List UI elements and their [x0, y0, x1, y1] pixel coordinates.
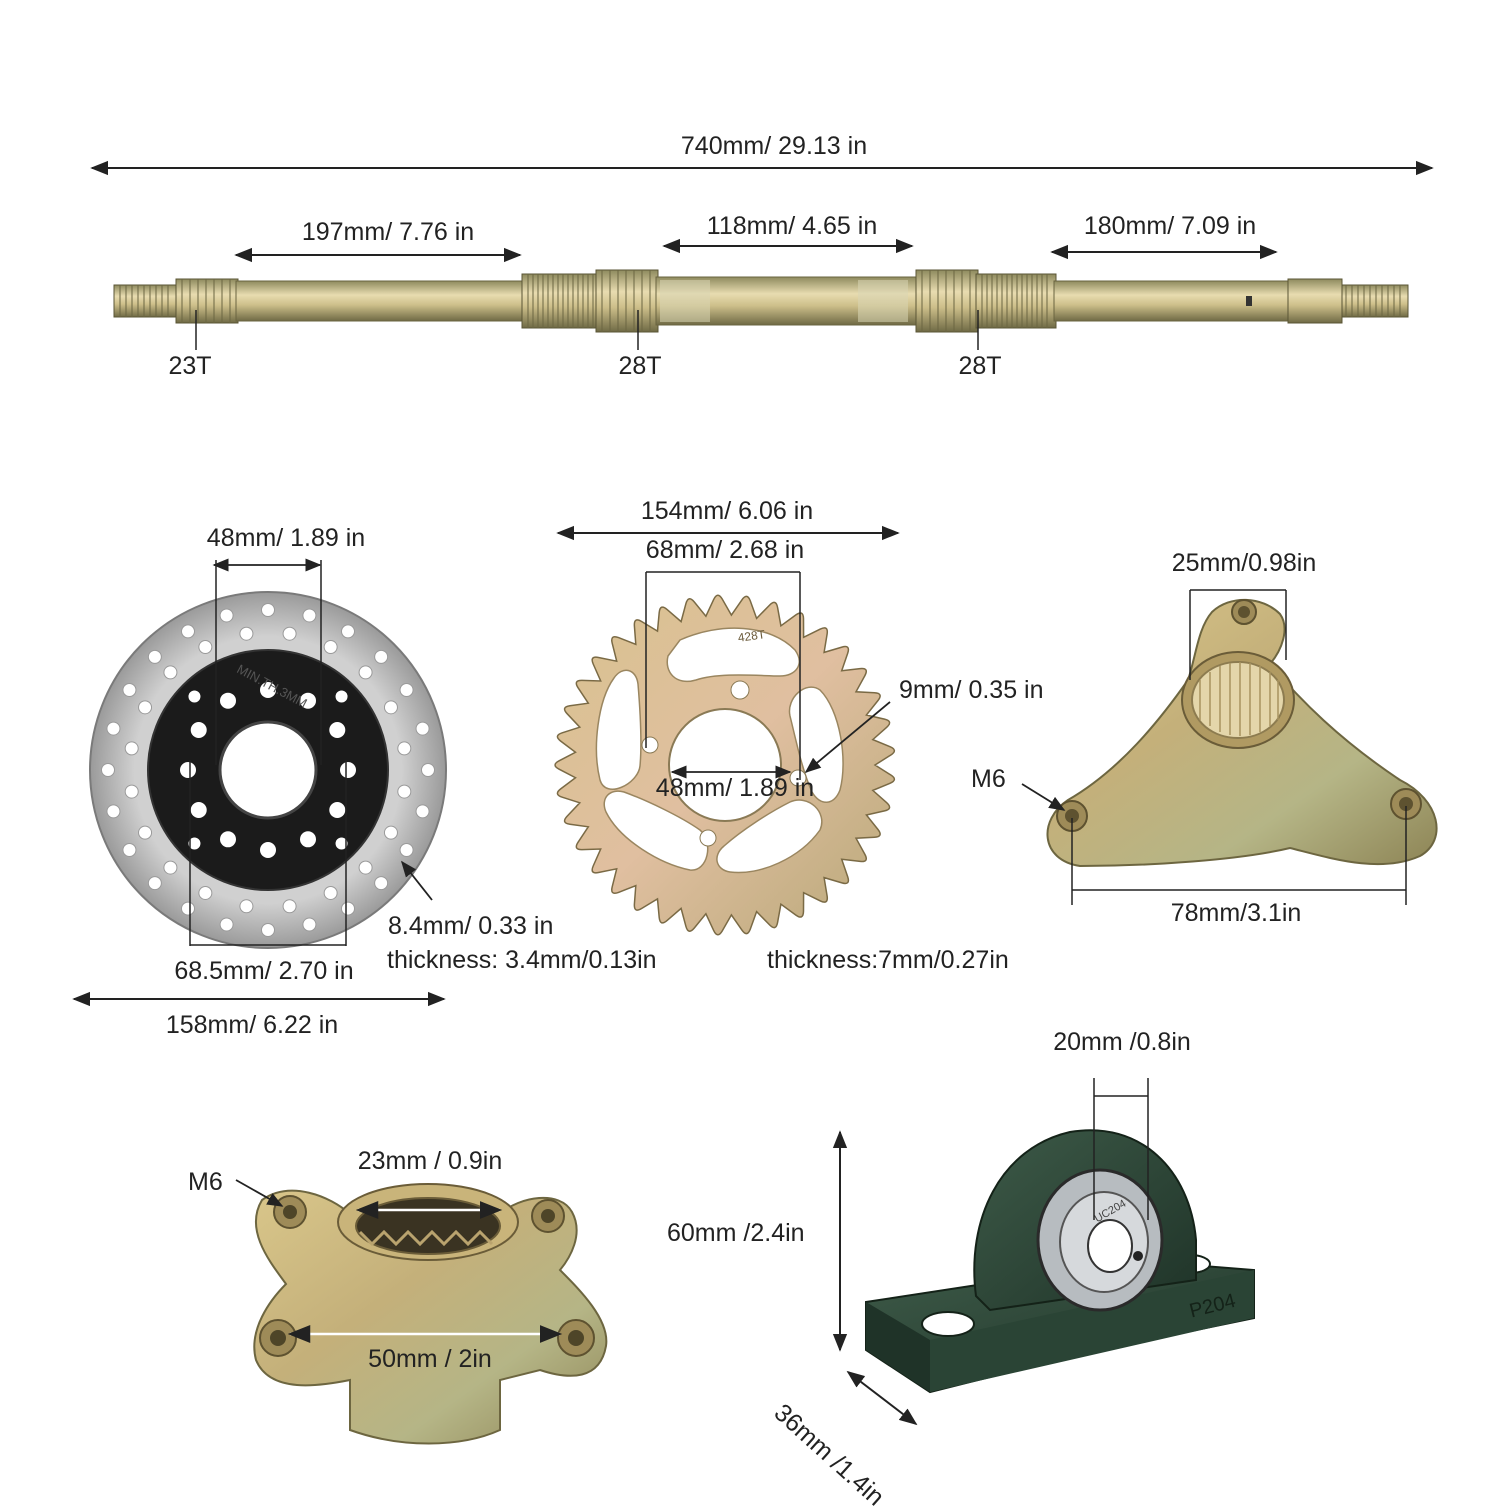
axle-spline-23t-label: 23T — [168, 352, 212, 380]
disc-bolt-circle-label: 68.5mm/ 2.70 in — [174, 957, 354, 985]
axle-center-segment-label: 118mm/ 4.65 in — [706, 212, 878, 240]
three-bolt-hub — [1021, 589, 1438, 905]
pillow-block-bearing: UC204 P204 — [832, 1078, 1255, 1426]
four-bolt-hub-bore-label: 23mm / 0.9in — [357, 1147, 503, 1175]
four-bolt-hub — [235, 1179, 608, 1445]
three-bolt-hub-spacing-label: 78mm/3.1in — [1170, 899, 1302, 927]
sprocket-center-bore-label: 48mm/ 1.89 in — [655, 774, 815, 802]
disc-inner-spacing-label: 48mm/ 1.89 in — [206, 524, 366, 552]
axle-left-segment-label: 197mm/ 7.76 in — [301, 218, 475, 246]
three-bolt-hub-bore-label: 25mm/0.98in — [1171, 549, 1317, 577]
sprocket-thickness-label: thickness:7mm/0.27in — [767, 946, 1009, 974]
brake-disc: MIN.TH.3MM — [72, 558, 447, 1007]
sprocket-bolt-spacing-label: 68mm/ 2.68 in — [645, 536, 805, 564]
disc-hole-size-label: 8.4mm/ 0.33 in — [388, 912, 554, 940]
sprocket-hole-size-label: 9mm/ 0.35 in — [899, 676, 1044, 704]
sprocket-outer-diameter-label: 154mm/ 6.06 in — [640, 497, 814, 525]
axle-spline-28t-left-label: 28T — [618, 352, 662, 380]
sprocket-stamp: 428T — [737, 627, 767, 645]
axle-right-segment-label: 180mm/ 7.09 in — [1083, 212, 1257, 240]
four-bolt-hub-spacing-label: 50mm / 2in — [368, 1345, 492, 1373]
disc-thickness-label: thickness: 3.4mm/0.13in — [387, 946, 657, 974]
axle-spline-28t-right-label: 28T — [958, 352, 1002, 380]
axle-shaft — [90, 160, 1434, 350]
sprocket: 428T — [554, 525, 900, 936]
three-bolt-hub-thread-label: M6 — [971, 765, 1006, 793]
four-bolt-hub-thread-label: M6 — [188, 1168, 223, 1196]
axle-overall-length-label: 740mm/ 29.13 in — [680, 132, 868, 160]
disc-outer-diameter-label: 158mm/ 6.22 in — [165, 1011, 339, 1039]
pillow-block-height-label: 60mm /2.4in — [667, 1219, 805, 1247]
pillow-block-bore-label: 20mm /0.8in — [1053, 1028, 1191, 1056]
